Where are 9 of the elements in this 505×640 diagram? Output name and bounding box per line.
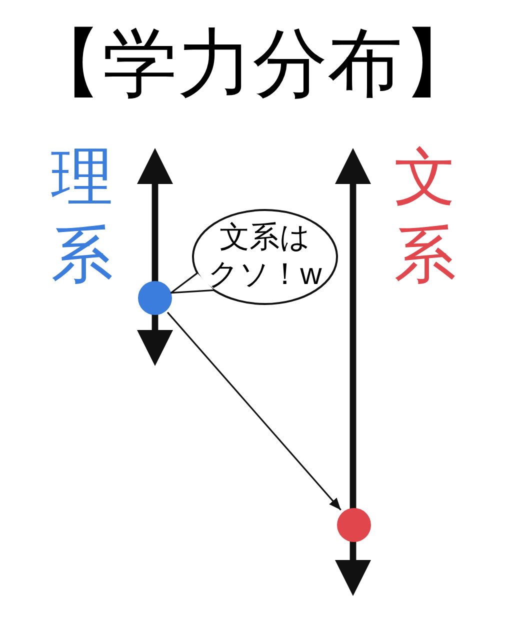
diagram-title: 【学力分布】 xyxy=(26,26,478,101)
arrow xyxy=(166,312,342,510)
position-dot xyxy=(337,508,371,542)
speech-bubble xyxy=(192,209,338,305)
category-label: 理系 xyxy=(51,142,113,292)
bubble-text: 文系はクソ！w xyxy=(207,220,323,293)
category-label: 文系 xyxy=(394,142,456,292)
speech-bubble-tail xyxy=(170,272,215,294)
position-dot xyxy=(138,281,172,315)
